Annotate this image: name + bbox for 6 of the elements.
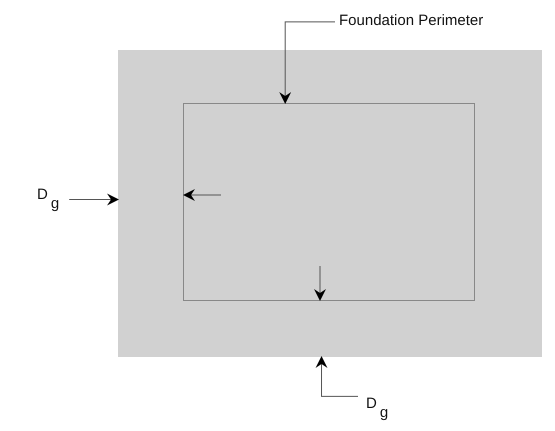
- site-area: [118, 50, 542, 357]
- leader-line: [68, 194, 119, 206]
- callout-label: Foundation Perimeter: [339, 12, 484, 30]
- leader-line: [279, 21, 336, 104]
- leader-line: [316, 356, 358, 397]
- foundation-outline: [183, 103, 475, 301]
